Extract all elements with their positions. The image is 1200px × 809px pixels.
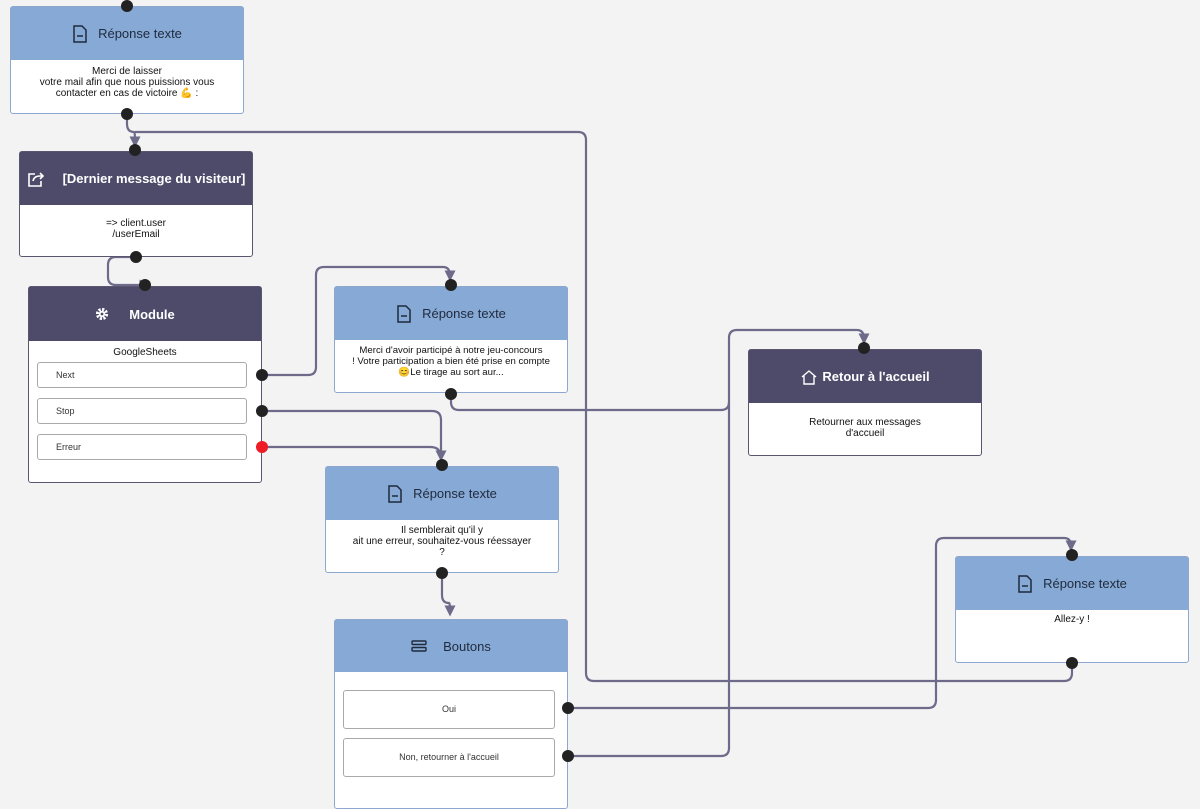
gear-icon: [96, 307, 109, 321]
dernier-message-node[interactable]: [Dernier message du visiteur] => client.…: [19, 151, 253, 257]
connector-layer: [106, 114, 1077, 758]
node-message: Allez-y !: [1054, 614, 1090, 625]
retour-accueil-node[interactable]: Retour à l'accueil Retourner aux message…: [748, 349, 982, 456]
node-header: Boutons: [335, 620, 567, 672]
node-title: Réponse texte: [413, 486, 497, 501]
node-message: Merci d'avoir participé à notre jeu-conc…: [352, 345, 550, 378]
port-out-reponse3[interactable]: [436, 567, 448, 579]
port-out-erreur[interactable]: [256, 441, 268, 453]
home-icon: [801, 369, 817, 385]
node-message: Il semblerait qu'il y ait une erreur, so…: [352, 525, 532, 558]
port-out-dernier[interactable]: [130, 251, 142, 263]
port-out-oui[interactable]: [562, 702, 574, 714]
node-title: Module: [129, 306, 175, 322]
node-header: Réponse texte: [326, 467, 558, 520]
connector-oui-to-reponse4: [568, 536, 1077, 710]
document-icon: [73, 24, 87, 43]
button-oui[interactable]: Oui: [343, 690, 555, 729]
reponse-texte-node-3[interactable]: Réponse texte Il semblerait qu'il y ait …: [325, 466, 559, 573]
node-title: [Dernier message du visiteur]: [62, 171, 246, 186]
port-out-stop[interactable]: [256, 405, 268, 417]
node-header: Retour à l'accueil: [749, 350, 981, 403]
connector-reponse3-to-boutons: [440, 574, 456, 617]
share-icon: [27, 171, 44, 187]
node-title: Retour à l'accueil: [822, 369, 930, 384]
node-header: Module: [29, 287, 261, 341]
node-header: Réponse texte: [11, 7, 243, 60]
node-header: Réponse texte: [335, 287, 567, 340]
button-non-retourner[interactable]: Non, retourner à l'accueil: [343, 738, 555, 777]
port-in-reponse1[interactable]: [121, 0, 133, 12]
port-out-reponse4[interactable]: [1066, 657, 1078, 669]
connector-reponse1-to-dernier: [125, 114, 141, 148]
document-icon: [1018, 574, 1032, 593]
port-out-reponse1[interactable]: [121, 108, 133, 120]
node-message: => client.user /userEmail: [105, 218, 167, 240]
port-out-non[interactable]: [562, 750, 574, 762]
module-node[interactable]: Module GoogleSheets Next Stop Erreur: [28, 286, 262, 483]
port-in-reponse2[interactable]: [445, 279, 457, 291]
port-in-reponse4[interactable]: [1066, 549, 1078, 561]
node-header: Réponse texte: [956, 557, 1188, 610]
port-out-reponse2[interactable]: [445, 388, 457, 400]
port-out-next[interactable]: [256, 369, 268, 381]
module-output-erreur[interactable]: Erreur: [37, 434, 247, 460]
reponse-texte-node-1[interactable]: Réponse texte Merci de laisser votre mai…: [10, 6, 244, 114]
document-icon: [388, 484, 402, 503]
module-output-next[interactable]: Next: [37, 362, 247, 388]
node-message: Retourner aux messages d'accueil: [809, 417, 921, 439]
reponse-texte-node-4[interactable]: Réponse texte Allez-y !: [955, 556, 1189, 663]
node-header: [Dernier message du visiteur]: [20, 152, 252, 205]
module-output-stop[interactable]: Stop: [37, 398, 247, 424]
node-message: Merci de laisser votre mail afin que nou…: [39, 66, 215, 99]
port-in-retour[interactable]: [858, 342, 870, 354]
reponse-texte-node-2[interactable]: Réponse texte Merci d'avoir participé à …: [334, 286, 568, 393]
connector-next-to-reponse2: [262, 265, 456, 377]
boutons-node[interactable]: Boutons Oui Non, retourner à l'accueil: [334, 619, 568, 809]
node-title: Boutons: [443, 638, 491, 654]
connector-dernier-to-module: [106, 255, 151, 291]
list-icon: [411, 640, 427, 652]
connector-reponse4-loop: [135, 130, 1074, 683]
document-icon: [397, 304, 411, 323]
port-in-reponse3[interactable]: [436, 459, 448, 471]
node-title: Réponse texte: [98, 26, 182, 41]
connector-erreur-to-reponse3: [262, 445, 442, 456]
node-title: Réponse texte: [1043, 576, 1127, 591]
node-title: Réponse texte: [422, 306, 506, 321]
connector-non-to-retour: [568, 402, 731, 758]
module-subtitle: GoogleSheets: [113, 347, 177, 358]
connector-stop-to-reponse3: [262, 409, 447, 462]
port-in-module[interactable]: [139, 279, 151, 291]
port-in-dernier[interactable]: [129, 144, 141, 156]
